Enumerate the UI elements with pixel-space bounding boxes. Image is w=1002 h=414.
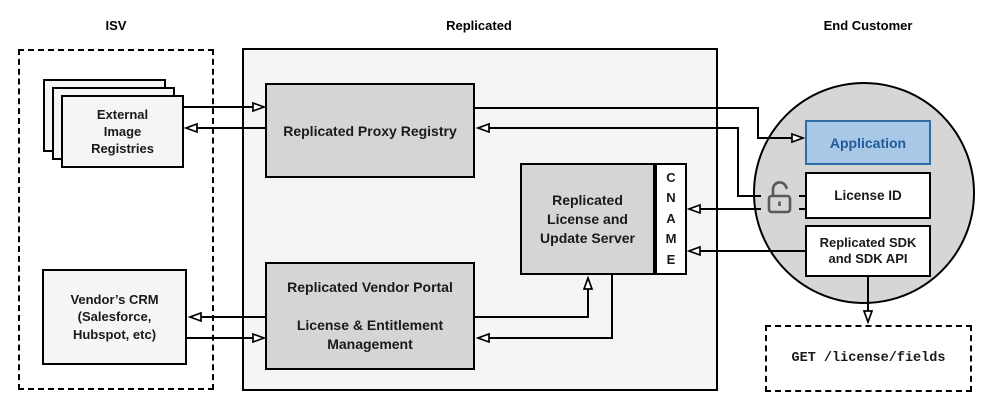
sdk-node: Replicated SDK and SDK API xyxy=(805,225,931,277)
section-label-end-customer: End Customer xyxy=(823,18,913,33)
license-update-server-label: Replicated License and Update Server xyxy=(540,191,635,246)
proxy-registry-node: Replicated Proxy Registry xyxy=(265,83,475,178)
external-image-registries-label: External Image Registries xyxy=(91,107,154,156)
vendors-crm-label: Vendor’s CRM (Salesforce, Hubspot, etc) xyxy=(70,291,159,342)
license-update-server-node: Replicated License and Update Server xyxy=(520,163,655,275)
get-license-fields-label: GET /license/fields xyxy=(791,351,946,366)
vendors-crm-node: Vendor’s CRM (Salesforce, Hubspot, etc) xyxy=(42,269,187,365)
registry-stack-front: External Image Registries xyxy=(61,95,184,168)
unlock-icon xyxy=(761,175,799,219)
application-node: Application xyxy=(805,120,931,165)
cname-node: C N A M E xyxy=(655,163,687,275)
arrow-portal-to-license-server xyxy=(475,278,588,318)
license-id-label: License ID xyxy=(834,188,902,203)
get-license-fields-node: GET /license/fields xyxy=(765,325,972,392)
section-label-isv: ISV xyxy=(105,18,127,33)
arrow-proxy-to-application xyxy=(475,107,803,138)
application-label: Application xyxy=(829,134,907,151)
cname-label: C N A M E xyxy=(665,169,677,267)
section-label-replicated: Replicated xyxy=(446,18,512,33)
proxy-registry-label: Replicated Proxy Registry xyxy=(283,122,457,139)
vendor-portal-node: Replicated Vendor Portal License & Entit… xyxy=(265,262,475,370)
sdk-label: Replicated SDK and SDK API xyxy=(819,234,917,267)
vendor-portal-label: Replicated Vendor Portal License & Entit… xyxy=(287,279,453,352)
license-id-node: License ID xyxy=(805,172,931,219)
arrow-license-server-to-portal xyxy=(478,275,613,338)
